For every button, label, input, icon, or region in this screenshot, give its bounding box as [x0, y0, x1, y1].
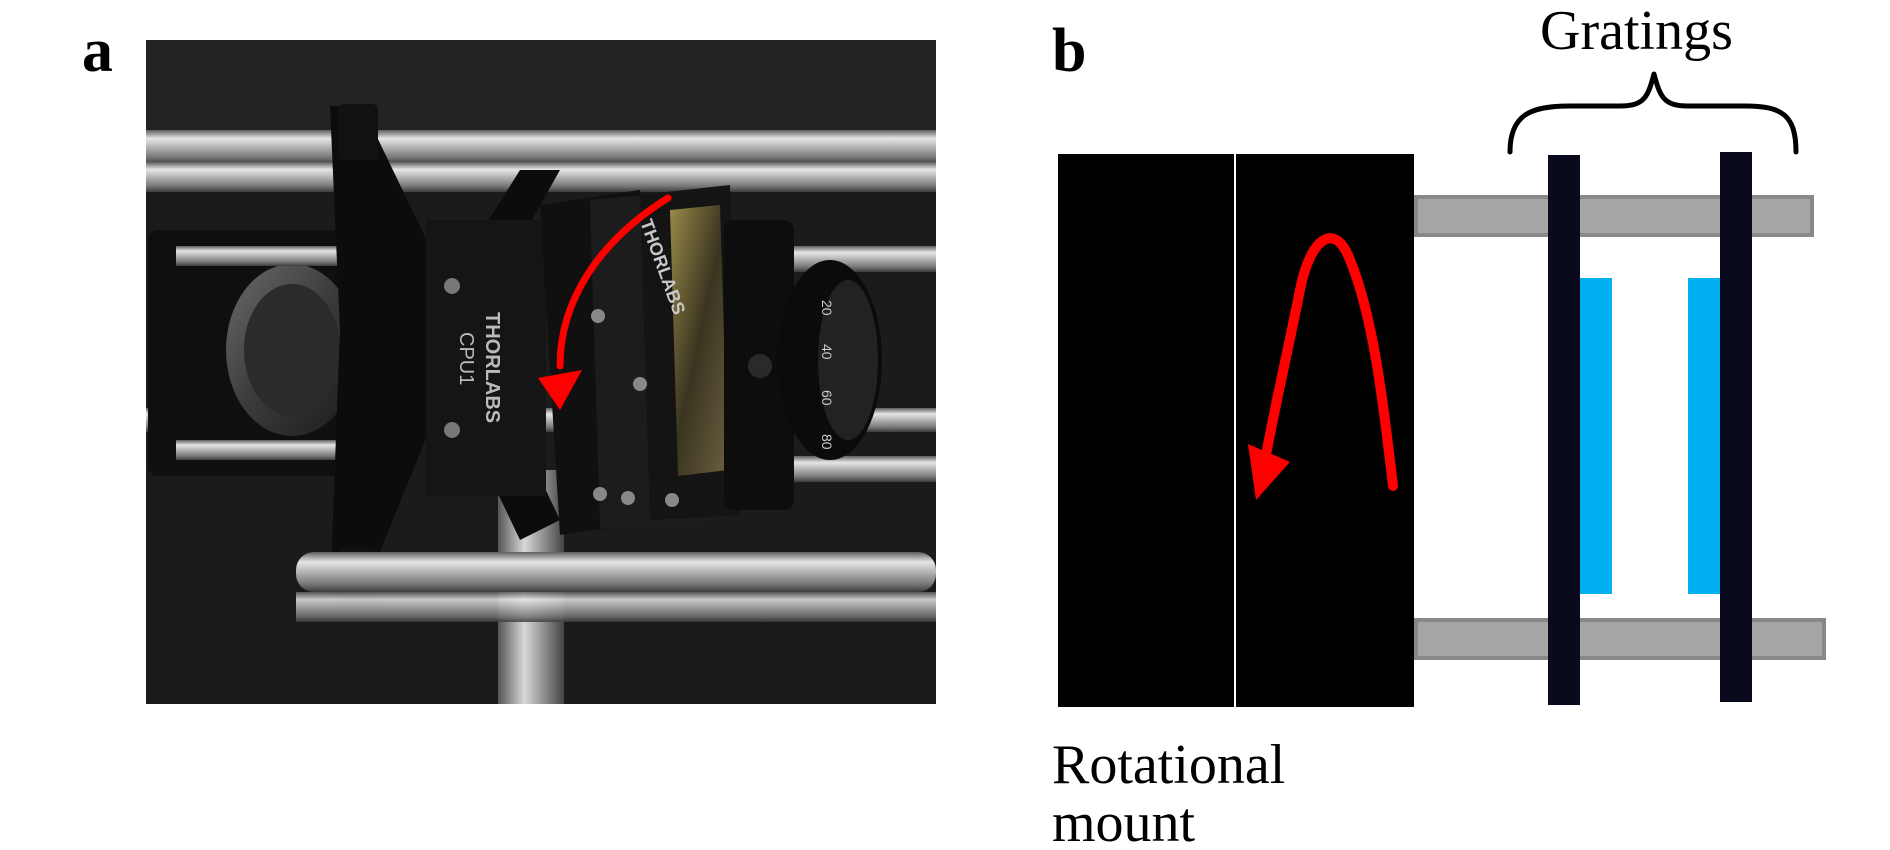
panel-label-b: b [1052, 17, 1087, 85]
schematic-rod-bottom [1414, 618, 1826, 660]
grating-frame-right [1720, 152, 1752, 702]
panel-label-a: a [82, 17, 113, 85]
dial-tick-20: 20 [819, 300, 835, 316]
dial-tick-60: 60 [819, 390, 835, 406]
grating-frame-left [1548, 155, 1580, 705]
part-text: CPU1 [455, 332, 477, 385]
rail-bottom-front [296, 552, 936, 592]
brand-text-1: THORLABS [481, 312, 503, 423]
dial-tick-80: 80 [819, 434, 835, 450]
rotation-arrow-photo [556, 194, 672, 370]
rotational-mount-caption-line1: Rotational [1052, 734, 1286, 796]
dial-tick-40: 40 [819, 344, 835, 360]
cpu1-block [426, 220, 546, 496]
rotational-mount-caption-line2: mount [1052, 792, 1196, 850]
grating-element-right [1688, 278, 1720, 594]
grating-element-left [1580, 278, 1612, 594]
mount-block-left [1058, 154, 1234, 707]
rotation-arrow-schematic-head [1248, 444, 1290, 500]
schematic-rod-top [1414, 195, 1814, 237]
rotation-arrow-schematic [1259, 233, 1398, 491]
rotation-arrow-photo-head [538, 370, 582, 410]
rail-top-back [146, 130, 936, 164]
grating-glass [670, 205, 728, 476]
panel-b-schematic [1058, 71, 1826, 707]
gratings-caption: Gratings [1540, 0, 1733, 62]
cage-plate-x [330, 106, 470, 596]
panel-a-photo: THORLABS CPU1 THORLABS 20 40 60 80 [146, 40, 936, 704]
gratings-brace [1507, 71, 1799, 155]
